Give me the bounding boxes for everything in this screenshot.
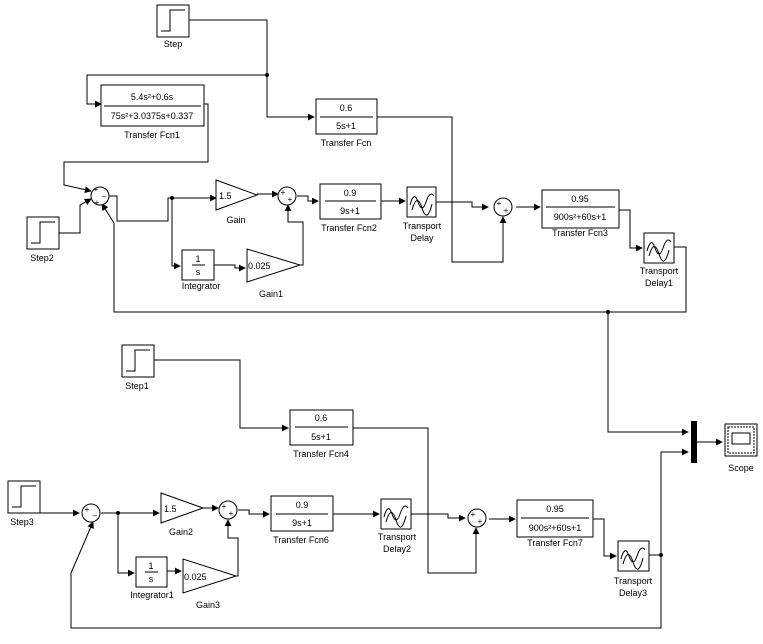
tf-num: 0.6 xyxy=(340,103,353,113)
td2-line1: Transport xyxy=(378,532,417,542)
transport-delay-block[interactable]: Transport Delay xyxy=(403,186,442,243)
svg-text:+: + xyxy=(222,502,227,511)
step-label: Step xyxy=(164,39,183,49)
tf6-num: 0.9 xyxy=(296,500,309,510)
tf1-num: 5.4s²+0.6s xyxy=(131,92,174,102)
gain1-label: Gain1 xyxy=(259,289,283,299)
step1-label: Step1 xyxy=(125,381,149,391)
svg-text:+: + xyxy=(229,509,234,518)
scope-block[interactable]: Scope xyxy=(724,423,758,473)
gain2-block[interactable]: 1.5 Gain2 xyxy=(160,492,205,537)
transport-delay2-block[interactable]: Transport Delay2 xyxy=(378,498,417,554)
tf3-den: 900s²+60s+1 xyxy=(554,212,607,222)
sum6-block[interactable]: + + xyxy=(467,508,487,528)
integrator-den: s xyxy=(196,267,201,277)
step3-label: Step3 xyxy=(10,517,34,527)
svg-text:+: + xyxy=(504,206,509,215)
step-block[interactable]: Step xyxy=(156,4,190,49)
td1-line2: Delay1 xyxy=(645,278,673,288)
integrator1-den: s xyxy=(149,574,154,584)
tf4-label: Transfer Fcn4 xyxy=(293,449,349,459)
transfer-fcn7-block[interactable]: 0.95 900s²+60s+1 Transfer Fcn7 xyxy=(516,499,594,548)
sum1-block[interactable]: + – + xyxy=(90,185,110,207)
gain1-value: 0.025 xyxy=(248,261,271,271)
td-line2: Delay xyxy=(410,233,434,243)
gain2-value: 1.5 xyxy=(164,504,177,514)
mux-block[interactable] xyxy=(691,421,697,463)
gain3-label: Gain3 xyxy=(196,600,220,610)
gain3-block[interactable]: 0.025 Gain3 xyxy=(182,558,238,610)
gain-block[interactable]: 1.5 Gain xyxy=(215,179,259,225)
top-loop-wires xyxy=(59,19,689,436)
transfer-fcn-block[interactable]: 0.6 5s+1 Transfer Fcn xyxy=(315,98,378,148)
bottom-loop-wires xyxy=(40,359,723,629)
step2-block[interactable]: Step2 xyxy=(26,216,60,263)
tf3-num: 0.95 xyxy=(571,194,589,204)
integrator-label: Integrator xyxy=(182,281,221,291)
td-line1: Transport xyxy=(403,221,442,231)
tf2-num: 0.9 xyxy=(344,188,357,198)
integrator1-num: 1 xyxy=(148,561,153,571)
tf4-num: 0.6 xyxy=(315,413,328,423)
svg-text:+: + xyxy=(471,510,476,519)
integrator1-label: Integrator1 xyxy=(130,590,174,600)
transport-delay1-block[interactable]: Transport Delay1 xyxy=(640,232,679,288)
gain2-label: Gain2 xyxy=(169,527,193,537)
svg-text:–: – xyxy=(93,511,98,520)
tf2-den: 9s+1 xyxy=(340,206,360,216)
tf2-label: Transfer Fcn2 xyxy=(321,223,377,233)
gain-value: 1.5 xyxy=(219,191,232,201)
gain-label: Gain xyxy=(226,215,245,225)
tf-label: Transfer Fcn xyxy=(321,138,372,148)
transfer-fcn1-block[interactable]: 5.4s²+0.6s 75s²+3.0375s+0.337 Transfer F… xyxy=(100,84,205,140)
tf1-den: 75s²+3.0375s+0.337 xyxy=(111,111,194,121)
step2-label: Step2 xyxy=(30,253,54,263)
svg-text:–: – xyxy=(102,192,107,201)
integrator-num: 1 xyxy=(195,254,200,264)
scope-label: Scope xyxy=(728,463,754,473)
sum3-block[interactable]: + + xyxy=(493,197,513,217)
tf-den: 5s+1 xyxy=(336,121,356,131)
sum5-block[interactable]: + + xyxy=(218,500,238,520)
tf4-den: 5s+1 xyxy=(311,432,331,442)
step1-block[interactable]: Step1 xyxy=(121,344,155,391)
td1-line1: Transport xyxy=(640,266,679,276)
integrator-block[interactable]: 1 s Integrator xyxy=(181,249,221,291)
integrator1-block[interactable]: 1 s Integrator1 xyxy=(130,556,174,600)
gain3-value: 0.025 xyxy=(184,572,207,582)
gain1-block[interactable]: 0.025 Gain1 xyxy=(246,248,302,299)
td3-line1: Transport xyxy=(614,576,653,586)
tf3-label: Transfer Fcn3 xyxy=(552,228,608,238)
svg-text:+: + xyxy=(478,517,483,526)
transfer-fcn4-block[interactable]: 0.6 5s+1 Transfer Fcn4 xyxy=(289,409,354,459)
sum4-block[interactable]: + – xyxy=(81,503,101,523)
svg-text:+: + xyxy=(85,505,90,514)
svg-text:+: + xyxy=(288,195,293,204)
td2-line2: Delay2 xyxy=(383,544,411,554)
tf7-den: 900s²+60s+1 xyxy=(529,523,582,533)
transport-delay3-block[interactable]: Transport Delay3 xyxy=(614,540,653,598)
transfer-fcn3-block[interactable]: 0.95 900s²+60s+1 Transfer Fcn3 xyxy=(541,189,620,238)
svg-text:+: + xyxy=(497,199,502,208)
svg-text:+: + xyxy=(95,198,100,207)
svg-text:+: + xyxy=(281,188,286,197)
td3-line2: Delay3 xyxy=(619,588,647,598)
transfer-fcn2-block[interactable]: 0.9 9s+1 Transfer Fcn2 xyxy=(319,183,382,233)
tf6-den: 9s+1 xyxy=(292,518,312,528)
svg-text:+: + xyxy=(94,185,99,194)
tf7-num: 0.95 xyxy=(546,504,564,514)
tf7-label: Transfer Fcn7 xyxy=(527,538,583,548)
tf1-label: Transfer Fcn1 xyxy=(124,130,180,140)
sum2-block[interactable]: + + xyxy=(277,186,297,206)
tf6-label: Transfer Fcn6 xyxy=(273,535,329,545)
transfer-fcn6-block[interactable]: 0.9 9s+1 Transfer Fcn6 xyxy=(270,495,334,545)
step3-block[interactable]: Step3 xyxy=(7,480,41,527)
